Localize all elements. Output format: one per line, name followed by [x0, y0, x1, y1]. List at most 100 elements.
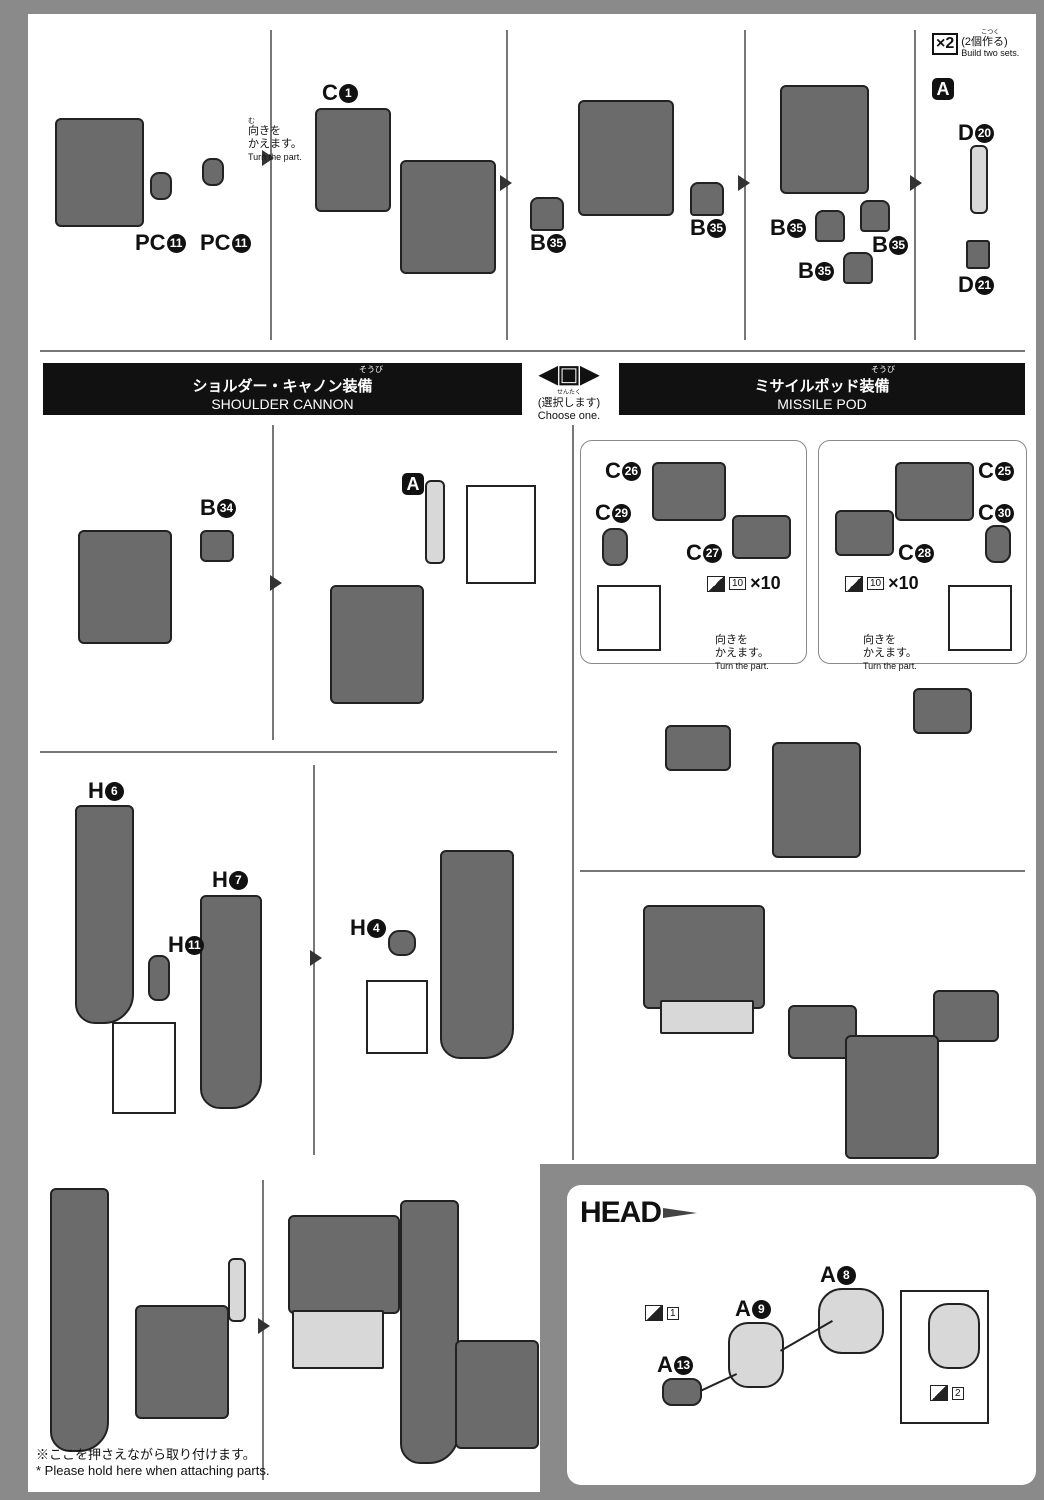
missile-pod-shell-illustration [895, 462, 974, 521]
note-jp-line2: かえます。 [715, 647, 769, 659]
part-letter: C [898, 540, 914, 565]
body-block-illustration [288, 1215, 400, 1314]
decal-indicator: 2 [930, 1385, 964, 1401]
decal-number: 10 [729, 577, 747, 590]
thruster-illustration [690, 182, 724, 216]
missile-pod-illustration [913, 688, 972, 734]
part-letter: B [690, 215, 706, 240]
rifle-illustration [50, 1188, 109, 1452]
part-number: 11 [166, 233, 186, 253]
part-letter: C [686, 540, 702, 565]
part-letter: A [657, 1352, 673, 1377]
step-arrow-icon [310, 950, 322, 966]
thruster-illustration [815, 210, 845, 242]
part-letter: B [200, 495, 216, 520]
step-arrow-icon [262, 150, 274, 166]
note-jp-line1: 向きを [863, 634, 896, 646]
rifle-illustration [440, 850, 514, 1059]
step-arrow-icon [500, 175, 512, 191]
decal-indicator: 10×10 [707, 573, 781, 594]
decal-count: ×10 [750, 573, 781, 593]
part-letter: C [978, 500, 994, 525]
header-jp: ミサイルポッド装備 [754, 378, 890, 395]
decal-number: 2 [952, 1386, 964, 1400]
thruster-illustration [860, 200, 890, 232]
rifle-half-illustration [75, 805, 134, 1024]
part-letter: C [605, 458, 621, 483]
step-arrow-icon [258, 1318, 270, 1334]
turn-part-note: 向きを かえます。 Turn the part. [715, 634, 769, 673]
part-letter: B [530, 230, 546, 255]
pod-mount-illustration [985, 525, 1011, 563]
multiplier-icon: ×2 [932, 33, 959, 55]
decal-indicator: 1 [645, 1305, 679, 1321]
torso-illustration [455, 1340, 539, 1449]
note-jp-line1: 向きを [248, 125, 281, 137]
runner-a-badge: A [402, 473, 424, 495]
pin-illustration [388, 930, 416, 956]
barrel-detail-inset [466, 485, 536, 584]
part-letter: PC [135, 230, 166, 255]
header-jp: ショルダー・キャノン装備 [192, 378, 373, 395]
part-number: 30 [994, 503, 1014, 523]
part-letter: H [88, 778, 104, 803]
part-letter: B [872, 232, 888, 257]
torso-back-illustration [315, 108, 391, 212]
mount-detail-inset [597, 585, 661, 651]
thruster-illustration [530, 197, 564, 231]
decal-indicator: 10×10 [845, 573, 919, 594]
missile-pod-shell-illustration [652, 462, 726, 521]
choose-one-indicator: ◀▣▶ せんたく (選択します) Choose one. [527, 360, 611, 423]
part-number: 21 [974, 275, 994, 295]
header-en: SHOULDER CANNON [211, 396, 354, 412]
shaft-illustration [970, 145, 988, 214]
missile-pod-illustration [665, 725, 731, 771]
part-letter: H [212, 867, 228, 892]
part-number: 25 [994, 461, 1014, 481]
head-title-text: HEAD [580, 1196, 662, 1229]
decal-icon [707, 575, 725, 592]
turn-part-note: 向きを かえます。 Turn the part. [863, 634, 917, 673]
torso-illustration [78, 530, 172, 644]
decal-count: ×10 [888, 573, 919, 593]
part-letter: C [322, 80, 338, 105]
part-letter: PC [200, 230, 231, 255]
choose-jp: (選択します) [537, 397, 601, 409]
section-header-shoulder-cannon: そうび ショルダー・キャノン装備 SHOULDER CANNON [43, 363, 522, 415]
part-letter: D [958, 272, 974, 297]
part-letter: B [770, 215, 786, 240]
header-ruby: そうび [871, 365, 895, 374]
missile-panel-illustration [732, 515, 791, 559]
choose-arrows-icon: ◀▣▶ [539, 361, 599, 388]
part-number: 35 [888, 235, 908, 255]
note-jp-line2: かえます。 [863, 647, 917, 659]
divider [40, 350, 1025, 352]
part-letter: C [978, 458, 994, 483]
note-en: Turn the part. [863, 661, 917, 671]
cannon-barrel-illustration [425, 480, 445, 564]
title-arrow-icon [663, 1208, 698, 1218]
hold-note: ※ここを押さえながら取り付けます。 * Please hold here whe… [36, 1447, 269, 1479]
build-two-sets-note: ×2 こつく (2個作る) Build two sets. [932, 30, 1019, 58]
joint-illustration [966, 240, 990, 269]
decal-icon [930, 1385, 948, 1401]
part-letter: H [168, 932, 184, 957]
waist-illustration [292, 1310, 384, 1369]
missile-pod-illustration [933, 990, 999, 1042]
divider [40, 751, 557, 753]
divider [572, 425, 574, 1160]
torso-block-illustration [55, 118, 144, 227]
part-number: 26 [621, 461, 641, 481]
